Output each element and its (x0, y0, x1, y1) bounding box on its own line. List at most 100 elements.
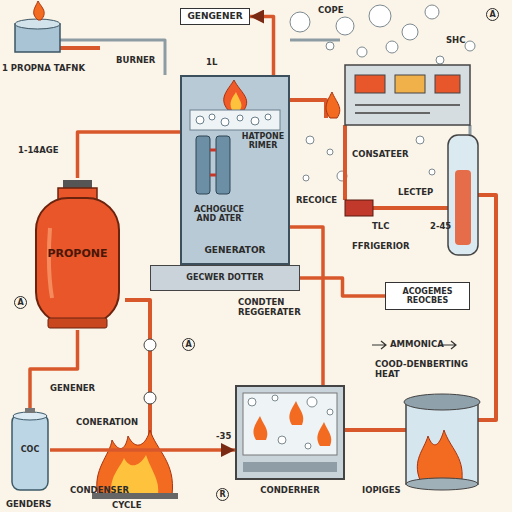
node-text: ACOGEMES REOCBES (386, 287, 469, 305)
flame (34, 1, 45, 20)
cloud (369, 5, 391, 27)
bubble (278, 436, 286, 444)
pipe-connector (250, 17, 274, 76)
absorber-tube (196, 136, 210, 194)
part-label: BURNER (116, 56, 155, 66)
bubble (251, 117, 259, 125)
part-label: RECOICE (296, 196, 337, 206)
cylinder-body (12, 414, 48, 490)
gas-cylinder: COC (10, 408, 50, 492)
callout-letter: A (14, 296, 27, 309)
glass-tank (406, 402, 478, 484)
part-label: 1L (206, 58, 217, 68)
gauge (144, 392, 156, 404)
glass-column (448, 135, 478, 255)
part-label: -35 (216, 432, 231, 442)
component-box: GENGENER (180, 8, 250, 25)
bubble (326, 42, 334, 50)
tank-lid (404, 394, 480, 410)
generator-fill (180, 75, 290, 265)
bubble-group (196, 114, 271, 126)
part-label: CYCLE (112, 501, 142, 511)
bubble (272, 395, 278, 401)
cylinder-valve (25, 408, 35, 413)
part-label: LECTEP (398, 188, 433, 198)
pipe-connector (290, 227, 323, 385)
condenser-window (243, 393, 337, 455)
pipe-connector (78, 132, 181, 178)
callout-letter: A (486, 8, 499, 21)
tube-link (210, 150, 216, 175)
gray-pipe (469, 125, 472, 135)
cloud (425, 5, 439, 19)
gray-pipe (290, 39, 340, 42)
part-label: COOD-DENBERTING HEAT (375, 360, 470, 380)
tank-highlight (49, 228, 52, 298)
bubble (237, 115, 243, 121)
bubble (265, 114, 271, 120)
bubble (327, 409, 333, 415)
pipe-connector (30, 330, 78, 408)
cloud (290, 12, 310, 32)
gas-pipe (60, 46, 100, 50)
part-label: CONSATEER (352, 150, 409, 160)
bubble-group (248, 395, 333, 449)
node-text: HATPONE RIMER (238, 132, 288, 150)
bubble (209, 114, 215, 120)
tank-lid (15, 19, 60, 29)
flame (224, 80, 247, 110)
node-text: CONDERHER (237, 486, 343, 496)
bubble (429, 169, 435, 175)
part-label: 2-45 (430, 222, 451, 232)
bubble (196, 116, 204, 124)
node-text: PROPONE (45, 248, 109, 261)
part-label: IOPIGES (362, 486, 401, 496)
callout-letter: R (216, 488, 229, 501)
flame (253, 416, 267, 440)
bubble (221, 118, 229, 126)
bubble (465, 41, 475, 51)
gas-pipe (478, 195, 496, 420)
part-label: CONDENSER (70, 486, 129, 496)
control-panel (345, 65, 470, 125)
bubble (248, 398, 256, 406)
flame-core (231, 92, 242, 110)
bubble (306, 136, 314, 144)
valve (345, 200, 373, 216)
panel-gauge (395, 75, 425, 93)
pipe-connector (300, 278, 385, 296)
bubble (357, 47, 367, 57)
panel-lines (355, 105, 460, 113)
cloud (336, 17, 354, 35)
node-text: GECWER DOTTER (184, 273, 265, 282)
tank-foot (48, 318, 107, 328)
part-label: AMMONICA (390, 340, 444, 350)
flame (326, 92, 340, 118)
cylinder-top (13, 412, 47, 420)
pipe-group (60, 40, 496, 440)
bubble (303, 175, 309, 181)
flow-arrow (372, 341, 386, 349)
gas-pipe (343, 125, 347, 200)
bubble (307, 397, 317, 407)
bubble-chamber (190, 110, 280, 130)
part-label: COPE (318, 6, 344, 16)
pipe-connector (50, 448, 235, 452)
base-band: GECWER DOTTER (150, 265, 300, 291)
part-label: SHC (446, 36, 465, 46)
part-label: GENENER (50, 384, 95, 394)
part-label: TLC (372, 222, 389, 232)
note-box: ACOGEMES REOCBES (385, 282, 470, 310)
panel-gauge (355, 75, 385, 93)
tank-valve (63, 180, 92, 188)
tank-base (406, 478, 478, 490)
gas-pipe (290, 100, 326, 118)
absorber-tube (216, 136, 230, 194)
node-text: COC (19, 445, 42, 454)
condenser-base (243, 462, 337, 472)
flame (289, 401, 303, 425)
part-label: GENDERS (6, 500, 51, 510)
part-label: FFRIGERIOR (352, 242, 410, 252)
part-label: 1-14AGE (18, 146, 59, 156)
